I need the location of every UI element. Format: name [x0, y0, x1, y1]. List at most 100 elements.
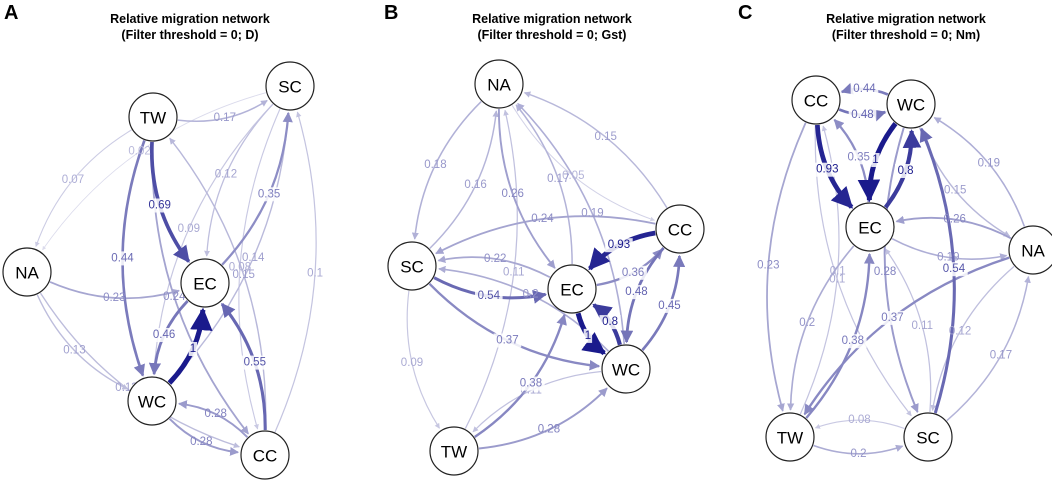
node-wc: WC [886, 79, 936, 129]
edge-label-bg [850, 82, 879, 97]
edge-label-sc-to-wc: 0.54 [943, 263, 966, 275]
edge-label-wc-to-sc: 0.14 [242, 252, 265, 264]
edge-label-na-to-wc: 0.19 [978, 158, 1000, 170]
edge-label-wc-to-sc: 0.28 [874, 266, 896, 278]
node-circle [1008, 225, 1052, 275]
node-label: NA [1021, 242, 1045, 261]
edge-label-ec-to-na: 0.19 [937, 252, 959, 264]
node-label: EC [560, 281, 584, 300]
edge-label-cc-to-sc: 0.24 [531, 213, 554, 225]
node-circle [127, 376, 177, 426]
edge-label-wc-to-cc: 0.45 [658, 300, 680, 312]
node-circle [601, 344, 651, 394]
edge-label-cc-to-wc: 0.48 [851, 109, 873, 121]
node-circle [903, 412, 953, 462]
edge-cc-to-na [523, 91, 668, 209]
edge-label-ec-to-sc: 0.22 [484, 253, 506, 265]
edge-label-bg [241, 355, 269, 370]
node-wc: WC [601, 344, 651, 394]
edge-sc-to-na [429, 110, 499, 249]
panel-c-title: Relative migration network (Filter thres… [786, 11, 1026, 43]
node-tw: TW [765, 412, 815, 462]
edge-sc-to-ec [885, 248, 932, 413]
node-label: EC [858, 219, 882, 238]
node-circle [474, 59, 524, 109]
node-label: TW [140, 109, 166, 128]
node-na: NA [474, 59, 524, 109]
edge-label-ec-to-wc: 1 [585, 330, 591, 342]
edge-cc-to-wc [178, 400, 249, 438]
node-label: CC [804, 92, 829, 111]
edge-cc-to-tw [766, 122, 807, 412]
edge-label-bg [878, 310, 907, 325]
node-cc: CC [240, 430, 290, 480]
node-circle [791, 75, 841, 125]
edge-label-wc-to-na: 0.19 [581, 208, 603, 220]
edge-label-cc-to-ec: 0.93 [816, 164, 838, 176]
edge-label-wc-to-ec: 1 [872, 154, 878, 166]
panel-b-title-line2: (Filter threshold = 0; Gst) [477, 28, 627, 42]
edge-label-sc-to-cc: 0.08 [229, 262, 251, 274]
edge-label-tw-to-ec: 0.38 [842, 335, 864, 347]
edge-label-na-to-ec: 0.23 [103, 292, 125, 304]
node-label: TW [441, 443, 467, 462]
edge-label-wc-to-ec: 1 [190, 343, 196, 355]
edge-label-tw-to-ec: 0.69 [149, 200, 171, 212]
edge-ec-to-na [891, 237, 1008, 261]
edge-label-wc-to-ec: 0.8 [602, 316, 618, 328]
edge-label-tw-to-na: 0.07 [62, 174, 84, 186]
edge-label-na-to-ec: 0.26 [502, 188, 524, 200]
panel-b-title-line1: Relative migration network [472, 12, 632, 26]
edge-sc-to-cc [238, 108, 281, 430]
panel-b-title: Relative migration network (Filter thres… [432, 11, 672, 43]
edge-sc-to-na [946, 275, 1031, 422]
edge-wc-to-sc [883, 127, 919, 413]
edge-label-ec-to-wc: 0.46 [153, 329, 175, 341]
edge-label-bg [145, 198, 174, 213]
edge-label-bg [255, 187, 283, 202]
node-label: WC [138, 393, 166, 412]
edge-na-to-wc [36, 294, 129, 390]
edge-label-tw-to-wc: 0.44 [111, 252, 134, 264]
edge-label-bg [871, 153, 880, 167]
edge-label-tw-to-na: 0.11 [503, 267, 525, 279]
edge-na-to-sc [930, 265, 1015, 411]
edge-label-ec-to-sc: 0.35 [258, 188, 280, 200]
panel-a-title-line2: (Filter threshold = 0; D) [121, 28, 259, 42]
edge-label-tw-to-cc: 0.24 [163, 291, 186, 303]
edge-label-cc-to-ec: 0.55 [244, 357, 266, 369]
edge-label-bg [813, 162, 842, 177]
edge-label-cc-to-tw: 0.15 [233, 269, 255, 281]
edge-label-wc-to-sc: 0.2 [523, 289, 539, 301]
edge-label-na-to-tw: 0.37 [881, 312, 903, 324]
edge-label-bg [599, 315, 621, 330]
edge-label-cc-to-sc: 0.1 [307, 268, 323, 280]
edge-labels-layer: 0.020.070.080.090.10.120.130.130.140.150… [62, 82, 1012, 460]
edge-label-sc-to-tw: 0.09 [401, 357, 423, 369]
edge-label-ec-to-cc: 0.36 [622, 267, 644, 279]
node-label: WC [897, 96, 925, 115]
edge-label-na-to-sc: 0.18 [424, 159, 446, 171]
edge-label-sc-to-ec: 0.12 [215, 169, 237, 181]
node-circle [655, 204, 705, 254]
edge-label-na-to-wc: 0.13 [63, 345, 85, 357]
edge-label-sc-to-ec: 0.11 [912, 320, 934, 332]
edge-ec-to-na [515, 104, 573, 265]
edge-na-to-cc [39, 292, 240, 449]
node-circle [547, 264, 597, 314]
panel-c-letter: C [738, 2, 753, 24]
node-label: CC [253, 447, 278, 466]
edge-label-bg [583, 328, 593, 343]
edge-ec-to-sc [437, 255, 551, 279]
node-na: NA [1008, 225, 1052, 275]
edge-label-bg [848, 107, 877, 122]
node-ec: EC [547, 264, 597, 314]
edge-cc-to-sc [274, 111, 317, 433]
edge-wc-to-cc [168, 418, 239, 456]
edge-wc-to-sc [168, 112, 291, 384]
edge-label-ec-to-tw: 0.2 [799, 317, 815, 329]
node-circle [240, 430, 290, 480]
edge-label-bg [475, 289, 503, 304]
node-circle [2, 247, 52, 297]
edge-label-sc-to-na: 0.02 [128, 146, 150, 158]
